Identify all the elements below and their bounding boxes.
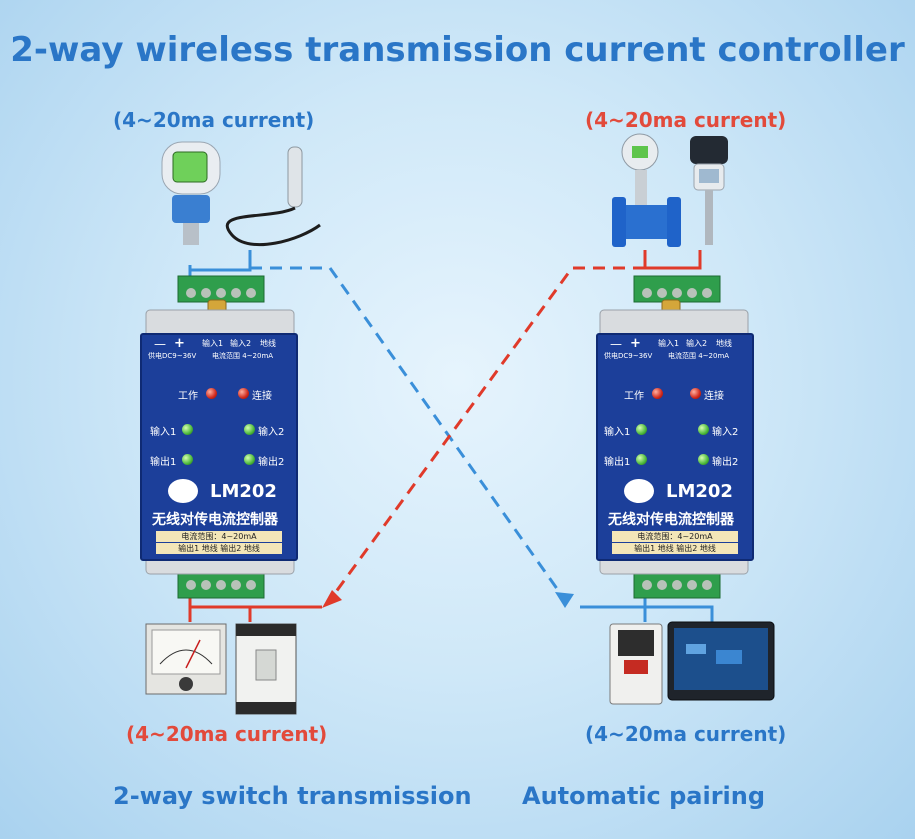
bottom-range-label: 电流范围：4~20mA — [156, 531, 282, 542]
output2-label: 输出2 — [712, 457, 739, 468]
top-left-current-label: (4~20ma current) — [113, 108, 315, 132]
model-name: LM202 — [666, 481, 733, 502]
brand-logo-icon — [168, 479, 198, 503]
connect-led-icon — [690, 388, 701, 399]
terminal-input1-label: 输入1 — [658, 339, 680, 348]
bottom-terminal-label: 输出1 地线 输出2 地线 — [156, 543, 282, 554]
input2-label: 输入2 — [258, 427, 285, 438]
bottom-terminal-label: 输出1 地线 输出2 地线 — [612, 543, 738, 554]
terminal-ground-label: 地线 — [716, 339, 732, 348]
frequency-inverter-icon — [609, 623, 663, 705]
electromagnetic-flowmeter-icon — [612, 133, 681, 247]
current-range-label: 电流范围 4~20mA — [668, 352, 730, 360]
output1-led-icon — [636, 454, 647, 465]
current-range-label: 电流范围 4~20mA — [212, 352, 274, 360]
model-name: LM202 — [210, 481, 277, 502]
blue-wireless-link — [250, 266, 567, 601]
pressure-transmitter-icon — [161, 141, 221, 245]
output1-led-icon — [182, 454, 193, 465]
bottom-range-label: 电流范围：4~20mA — [612, 531, 738, 542]
output1-label: 输出1 — [150, 457, 177, 468]
blue-input-wire — [188, 250, 252, 272]
footer-right-caption: Automatic pairing — [522, 782, 766, 810]
work-label: 工作 — [178, 391, 198, 402]
input1-led-icon — [636, 424, 647, 435]
touch-screen-hmi-icon — [667, 621, 775, 701]
red-wireless-link — [328, 266, 645, 601]
sensor-probe-icon — [225, 146, 321, 247]
terminal-plus-label: + — [630, 336, 641, 351]
terminal-input2-label: 输入2 — [230, 339, 252, 348]
red-output-wire — [188, 605, 322, 622]
page-title: 2-way wireless transmission current cont… — [10, 30, 905, 70]
terminal-minus-label: — — [610, 337, 622, 351]
controller-panel-right: — + 输入1 输入2 地线 供电DC9~36V 电流范围 4~20mA 工作 … — [596, 333, 754, 561]
digital-pressure-sensor-icon — [690, 136, 728, 245]
terminal-block-top-left — [177, 275, 265, 303]
terminal-block-bottom-left — [177, 571, 265, 599]
terminal-block-bottom-right — [633, 571, 721, 599]
terminal-block-top-right — [633, 275, 721, 303]
terminal-input1-label: 输入1 — [202, 339, 224, 348]
ammeter-icon — [145, 623, 227, 695]
bottom-left-current-label: (4~20ma current) — [126, 722, 328, 746]
connect-led-icon — [238, 388, 249, 399]
work-label: 工作 — [624, 391, 644, 402]
blue-link-arrowhead — [555, 592, 574, 608]
terminal-ground-label: 地线 — [260, 339, 276, 348]
input1-label: 输入1 — [150, 427, 177, 438]
input2-label: 输入2 — [712, 427, 739, 438]
controller-name: 无线对传电流控制器 — [608, 512, 734, 528]
terminal-minus-label: — — [154, 337, 166, 351]
input2-led-icon — [698, 424, 709, 435]
output2-led-icon — [698, 454, 709, 465]
connect-label: 连接 — [252, 391, 272, 402]
output2-label: 输出2 — [258, 457, 285, 468]
blue-output-wire — [580, 605, 714, 622]
plc-icon — [235, 623, 297, 715]
brand-logo-icon — [624, 479, 654, 503]
terminal-input2-label: 输入2 — [686, 339, 708, 348]
supply-voltage-label: 供电DC9~36V — [604, 352, 653, 360]
top-right-current-label: (4~20ma current) — [585, 108, 787, 132]
controller-panel-left: — + 输入1 输入2 地线 供电DC9~36V 电流范围 4~20mA 工作 … — [140, 333, 298, 561]
input2-led-icon — [244, 424, 255, 435]
output1-label: 输出1 — [604, 457, 631, 468]
controller-name: 无线对传电流控制器 — [152, 512, 278, 528]
terminal-plus-label: + — [174, 336, 185, 351]
input1-label: 输入1 — [604, 427, 631, 438]
connect-label: 连接 — [704, 391, 724, 402]
red-input-wire — [643, 250, 702, 270]
bottom-right-current-label: (4~20ma current) — [585, 722, 787, 746]
footer-left-caption: 2-way switch transmission — [113, 782, 472, 810]
input1-led-icon — [182, 424, 193, 435]
supply-voltage-label: 供电DC9~36V — [148, 352, 197, 360]
output2-led-icon — [244, 454, 255, 465]
work-led-icon — [206, 388, 217, 399]
red-link-arrowhead — [322, 590, 342, 608]
work-led-icon — [652, 388, 663, 399]
